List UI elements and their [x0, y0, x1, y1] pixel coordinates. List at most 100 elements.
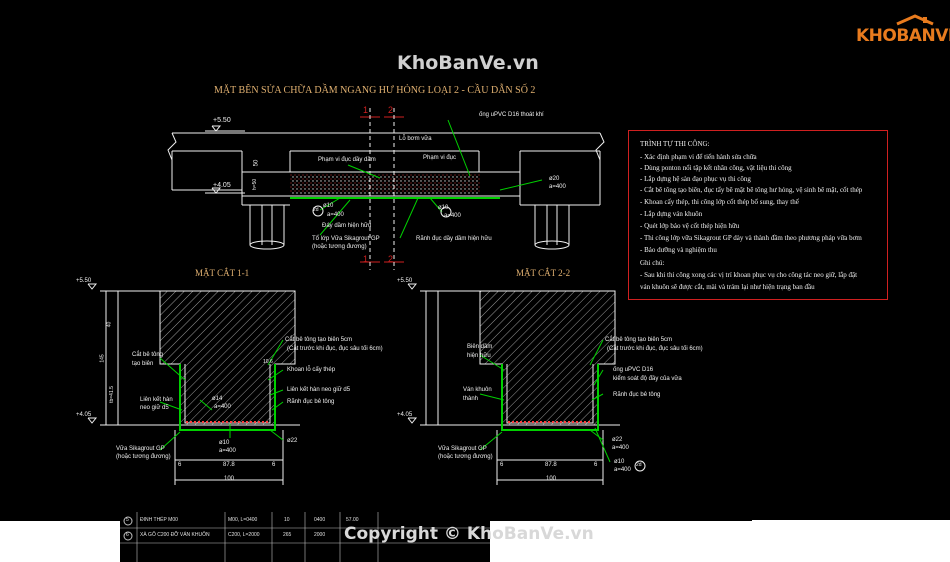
- rebar-label: ø10: [438, 205, 449, 211]
- note-heading-remarks: Ghi chú:: [640, 259, 665, 267]
- level-top-label: +5.50: [397, 278, 413, 284]
- grout-label: Vữa Sikagrout GP: [438, 446, 487, 452]
- groove-label: Rãnh đục bê tông: [613, 392, 661, 398]
- note-remark: - Sau khi thi công xong các vị trí khoan…: [640, 271, 858, 279]
- dim-label: 87.8: [545, 462, 557, 468]
- rebar-label: ø22: [612, 437, 623, 443]
- anchor-left-label: neo giữ d5: [140, 405, 169, 411]
- note-step: - Quét lớp bảo vệ cốt thép hiện hữu: [640, 222, 740, 230]
- rebar-spacing: a=400: [614, 467, 631, 473]
- pipe-label: ống uPVC D16: [613, 367, 654, 373]
- note-step: - Lắp dựng ván khuôn: [640, 210, 703, 218]
- rebar-label: ø10: [219, 440, 230, 446]
- dim-label: 6: [272, 462, 276, 468]
- dim-label: 6: [178, 462, 182, 468]
- cut-edge-label: Cắt bê tông tạo biên 5cm: [285, 337, 353, 343]
- groove-label: Rãnh đục bê tông: [287, 399, 335, 405]
- logo: KHOBANVE: [853, 14, 950, 48]
- rebar-spacing: a=400: [444, 213, 461, 219]
- level-bottom-label: +4.05: [76, 412, 92, 418]
- dim-label: 87.8: [223, 462, 235, 468]
- rebar-label: ø14: [212, 396, 223, 402]
- repair-zone-label: Phạm vi đục dầy dầm: [318, 157, 376, 163]
- table-cell: 265: [283, 532, 292, 538]
- dim-label: 100: [546, 476, 557, 482]
- section-2-2-title: MẶT CẮT 2-2: [516, 268, 571, 278]
- grout-label: Tổ lớp Vữa Sikagrout GP: [312, 236, 380, 242]
- cut-concrete-label: Cắt bê tông: [132, 352, 164, 358]
- beam-edge-label: Biên dầm: [467, 344, 493, 350]
- table-cell: XÀ GỖ C200 ĐỠ VÁN KHUÔN: [140, 532, 210, 538]
- note-step: - Khoan cấy thép, thi công lớp cốt thép …: [640, 198, 799, 206]
- watermark-top: KhoBanVe.vn: [397, 52, 539, 74]
- rebar-spacing: a=400: [214, 404, 231, 410]
- formwork-label: Ván khuôn: [463, 387, 492, 393]
- anchor-left-label: Liên kết hàn: [140, 397, 173, 403]
- level-bottom-label: +4.05: [213, 182, 231, 189]
- note-step: - Cắt bê tông tạo biên, đục tẩy bê mặt b…: [640, 186, 863, 194]
- section-mark-1: 1: [363, 105, 369, 115]
- anchor-label: Liên kết hàn neo giữ d5: [287, 387, 351, 393]
- table-cell: 0400: [314, 517, 326, 523]
- groove-label: Rãnh đục dầy dầm hiện hữu: [416, 236, 492, 242]
- rebar-label: ø22: [287, 438, 298, 444]
- rebar-label: ø20: [549, 176, 560, 182]
- table-cell: M00, L=0400: [228, 517, 258, 523]
- grout-alt-label: (hoặc tương đương): [116, 454, 171, 460]
- rebar-count: 2d: [313, 207, 319, 213]
- level-top-label: +5.50: [213, 117, 231, 124]
- note-step: - Xác định phạm vi để tiến hành sửa chữa: [640, 153, 757, 161]
- cut-edge-note: (Cắt trước khi đục, đục sâu tối 6cm): [287, 346, 383, 352]
- section-cut-marks: [360, 108, 404, 270]
- pipe-label: ống uPVC D16 thoát khí: [479, 112, 544, 118]
- elevation-title: MẶT BÊN SỬA CHỮA DẦM NGANG HƯ HỎNG LOẠI …: [214, 85, 536, 96]
- table-cell: ĐINH THÉP M00: [140, 517, 178, 523]
- section-2-2: [407, 283, 646, 485]
- beam-bottom-label: Đáy dầm hiện hữu: [322, 223, 372, 229]
- grout-alt-label: (hoặc tương đương): [438, 454, 493, 460]
- section-mark-2: 2: [388, 254, 394, 264]
- elevation-leaders: [319, 119, 543, 239]
- level-bottom-label: +4.05: [397, 412, 413, 418]
- rebar-tag: [440, 206, 452, 218]
- notes-heading: TRÌNH TỰ THI CÔNG:: [640, 140, 710, 148]
- beam-edge-label: hiện hữu: [467, 353, 491, 359]
- hole-label: Lỗ bơm vữa: [399, 136, 432, 142]
- dim-label: 6: [500, 462, 504, 468]
- dim-label: 6: [594, 462, 598, 468]
- rebar-tag: [312, 205, 324, 217]
- section-1-1: [87, 283, 300, 485]
- section-1-1-title: MẶT CẮT 1-1: [195, 268, 250, 278]
- level-top-label: +5.50: [76, 278, 92, 284]
- chisel-zone-label: Phạm vi đục: [423, 155, 457, 161]
- note-remark: ván khuôn sẽ được cắt, mài và trám lại n…: [640, 283, 815, 291]
- section-mark-1: 1: [363, 254, 369, 264]
- note-step: - Bảo dưỡng và nghiệm thu: [640, 246, 717, 254]
- note-step: - Thi công lớp vữa Sikagrout GP dày và t…: [640, 234, 862, 242]
- section-mark-2: 2: [388, 105, 394, 115]
- elevation-view: [167, 132, 605, 250]
- house-roof-icon: [853, 14, 939, 48]
- note-step: - Lắp dựng hệ sàn đạo phục vụ thi công: [640, 175, 751, 183]
- table-cell: 57.00: [346, 517, 359, 523]
- rebar-label: ø10: [323, 203, 334, 209]
- rebar-count: 2d: [636, 462, 642, 468]
- rebar-spacing: a=400: [549, 184, 566, 190]
- pipe-note: kiểm soát độ đầy của vữa: [613, 376, 682, 382]
- table-cell: 6: [126, 532, 129, 538]
- dim-label: 100: [224, 476, 235, 482]
- logo-text: KHOBANVE: [856, 26, 950, 46]
- table-cell: C200, L=2000: [228, 532, 260, 538]
- rebar-label: ø10: [614, 459, 625, 465]
- formwork-label: thành: [463, 396, 479, 402]
- note-step: - Dùng ponton nổi tập kết nhân công, vật…: [640, 164, 792, 172]
- table-cell: 5: [126, 517, 129, 523]
- construction-notes-box: [628, 130, 888, 300]
- grout-alt-label: (hoặc tương đương): [312, 244, 367, 250]
- create-edge-label: tạo biên: [132, 361, 154, 367]
- level-markers: [205, 125, 245, 194]
- table-cell: 10: [284, 517, 290, 523]
